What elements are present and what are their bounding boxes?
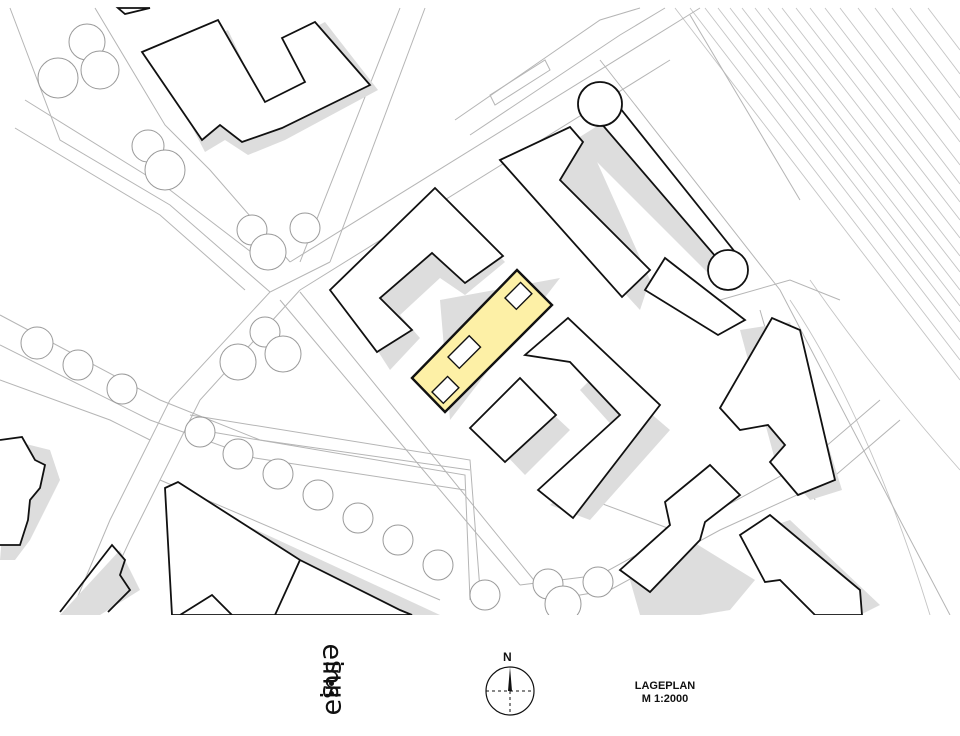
building-sw-divider [274,559,301,615]
project-courtyard-3 [504,281,533,311]
building-bottom-mid [179,593,233,615]
building-sw [164,480,413,615]
building-shadows [0,22,880,615]
building-nw-top [115,7,151,15]
project-courtyard-1 [431,375,460,405]
building-rail-a [498,125,652,299]
building-triangle [718,316,837,497]
project-courtyard-2 [447,334,482,370]
logo-dot-top [329,681,334,686]
logo-word-bottom: eins [316,660,348,716]
plan-title: LAGEPLAN M 1:2000 [610,680,720,706]
plan-scale-text: M 1:2000 [641,693,689,705]
building-rail-c [643,256,747,337]
building-block-c [328,186,505,354]
building-sw-small [59,543,132,613]
building-west [0,436,47,546]
compass-rose-icon [485,666,535,716]
site-plan-map [0,7,960,615]
plan-title-text: LAGEPLAN [634,680,696,692]
building-round-bottom [707,249,749,291]
building-se-b [738,513,863,615]
logo-dot-bottom [329,691,334,696]
building-block-e [522,316,662,520]
trees [20,23,614,615]
building-se-a [618,463,742,594]
building-block-d [468,376,558,464]
building-round-top [577,81,623,127]
project-building-highlight [410,268,554,414]
legend-bar [0,615,960,736]
north-label: N [503,650,512,664]
building-nw [140,18,372,144]
buildings [0,7,863,615]
railway-tracks [674,7,960,615]
